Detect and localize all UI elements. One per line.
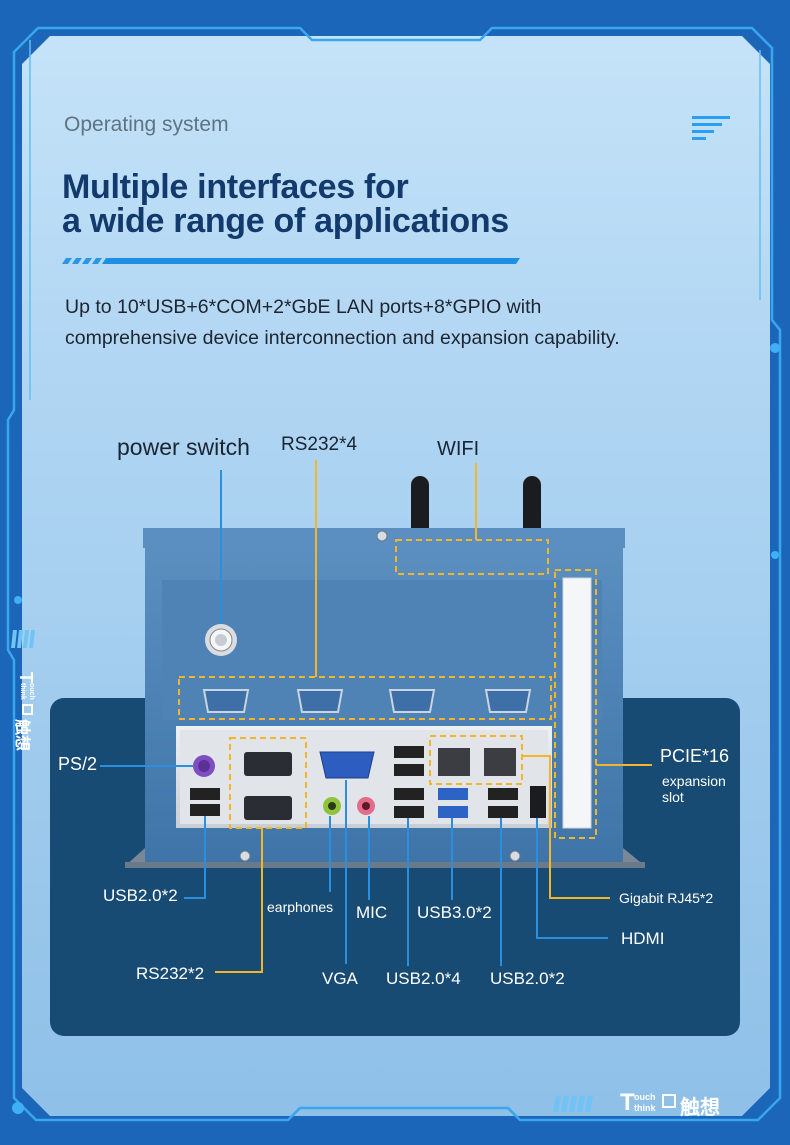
- label-hdmi: HDMI: [621, 929, 665, 948]
- logo-latin-bottom: think: [634, 1103, 656, 1113]
- label-usb20-4: USB2.0*4: [386, 969, 461, 988]
- side-logo-latin-bottom: think: [19, 683, 26, 700]
- logo-mark-icon: [662, 1094, 676, 1108]
- label-expansion: expansion: [662, 773, 726, 789]
- brand-logo[interactable]: T ouch think 触想: [620, 1089, 735, 1120]
- label-power-switch: power switch: [117, 434, 250, 460]
- side-logo-cn: 触想: [13, 719, 32, 752]
- logo-latin-top: ouch: [634, 1092, 656, 1102]
- label-slot: slot: [662, 789, 684, 805]
- label-mic: MIC: [356, 903, 388, 922]
- logo-initial: T: [620, 1089, 635, 1116]
- label-rs232-4: RS232*4: [281, 434, 358, 455]
- label-vga: VGA: [322, 969, 358, 988]
- label-wifi: WIFI: [437, 438, 480, 460]
- side-logo-mark-icon: [22, 704, 33, 715]
- side-brand-logo: T ouch think 触想: [8, 672, 38, 792]
- power-button[interactable]: [205, 624, 237, 656]
- label-gigabit: Gigabit RJ45*2: [619, 890, 714, 906]
- label-usb20-2-left: USB2.0*2: [103, 886, 178, 905]
- logo-cn: 触想: [680, 1095, 720, 1119]
- label-usb30-2: USB3.0*2: [417, 903, 492, 922]
- title-line-1: Multiple interfaces for: [62, 168, 409, 206]
- menu-icon[interactable]: [690, 114, 732, 144]
- title-line-2: a wide range of applications: [62, 202, 509, 240]
- label-earphones: earphones: [267, 899, 334, 915]
- rs232-ports-top: [202, 689, 532, 713]
- label-rs232-2: RS232*2: [136, 964, 205, 983]
- page-title: Multiple interfaces for a wide range of …: [62, 170, 602, 238]
- label-pcie: PCIE*16: [660, 746, 730, 766]
- label-usb20-2-right: USB2.0*2: [490, 969, 565, 988]
- side-logo-latin-top: ouch: [28, 683, 35, 700]
- intro-text: Up to 10*USB+6*COM+2*GbE LAN ports+8*GPI…: [65, 296, 620, 349]
- label-ps2: PS/2: [58, 754, 98, 774]
- side-logo-initial: T: [16, 672, 36, 683]
- section-subtitle: Operating system: [64, 113, 229, 136]
